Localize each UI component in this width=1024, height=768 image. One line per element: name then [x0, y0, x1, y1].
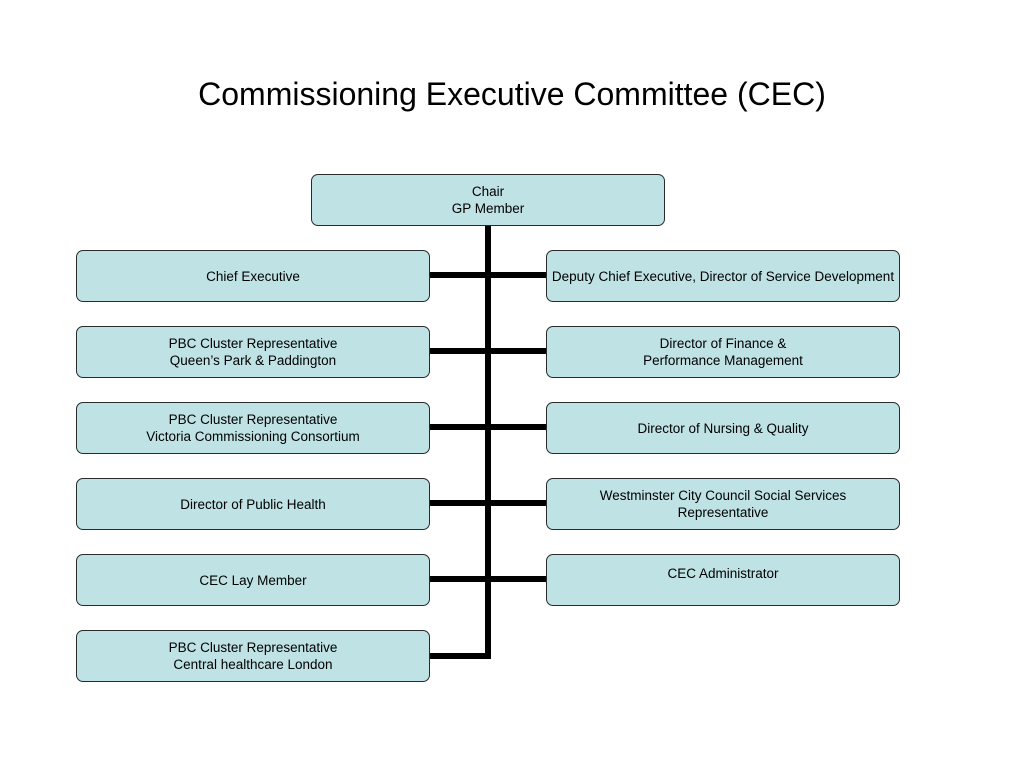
box-label: Westminster City Council Social Services: [599, 488, 847, 503]
box-label: Director of Public Health: [180, 496, 326, 512]
director-nursing-box: Director of Nursing & Quality: [546, 402, 900, 454]
box-label: PBC Cluster Representative: [168, 336, 338, 351]
box-label: PBC Cluster Representative: [168, 412, 338, 427]
westminster-council-box: Westminster City Council Social Services…: [546, 478, 900, 530]
pbc-victoria-box: PBC Cluster Representative Victoria Comm…: [76, 402, 430, 454]
lay-member-box: CEC Lay Member: [76, 554, 430, 606]
box-label: Chief Executive: [206, 268, 300, 284]
chair-box: Chair GP Member: [311, 174, 665, 226]
diagram-title: Commissioning Executive Committee (CEC): [198, 76, 826, 112]
box-label: Deputy Chief Executive, Director of Serv…: [551, 268, 895, 284]
chief-executive-box: Chief Executive: [76, 250, 430, 302]
box-sublabel: Victoria Commissioning Consortium: [146, 429, 360, 444]
box-sublabel: Representative: [677, 505, 769, 520]
public-health-box: Director of Public Health: [76, 478, 430, 530]
box-label: PBC Cluster Representative: [168, 640, 338, 655]
pbc-central-london-box: PBC Cluster Representative Central healt…: [76, 630, 430, 682]
box-label: CEC Administrator: [667, 566, 779, 581]
box-sublabel: Queen’s Park & Paddington: [169, 353, 337, 368]
cec-administrator-box: CEC Administrator: [546, 554, 900, 606]
box-label: CEC Lay Member: [199, 572, 307, 588]
box-sublabel: Performance Management: [643, 353, 803, 368]
box-sublabel: Central healthcare London: [173, 657, 333, 672]
chair-title: Chair: [471, 184, 505, 199]
deputy-chief-executive-box: Deputy Chief Executive, Director of Serv…: [546, 250, 900, 302]
box-label: Director of Finance &: [659, 336, 787, 351]
box-label: Director of Nursing & Quality: [637, 420, 809, 436]
chair-subtitle: GP Member: [451, 201, 525, 216]
director-finance-box: Director of Finance & Performance Manage…: [546, 326, 900, 378]
pbc-queens-park-box: PBC Cluster Representative Queen’s Park …: [76, 326, 430, 378]
